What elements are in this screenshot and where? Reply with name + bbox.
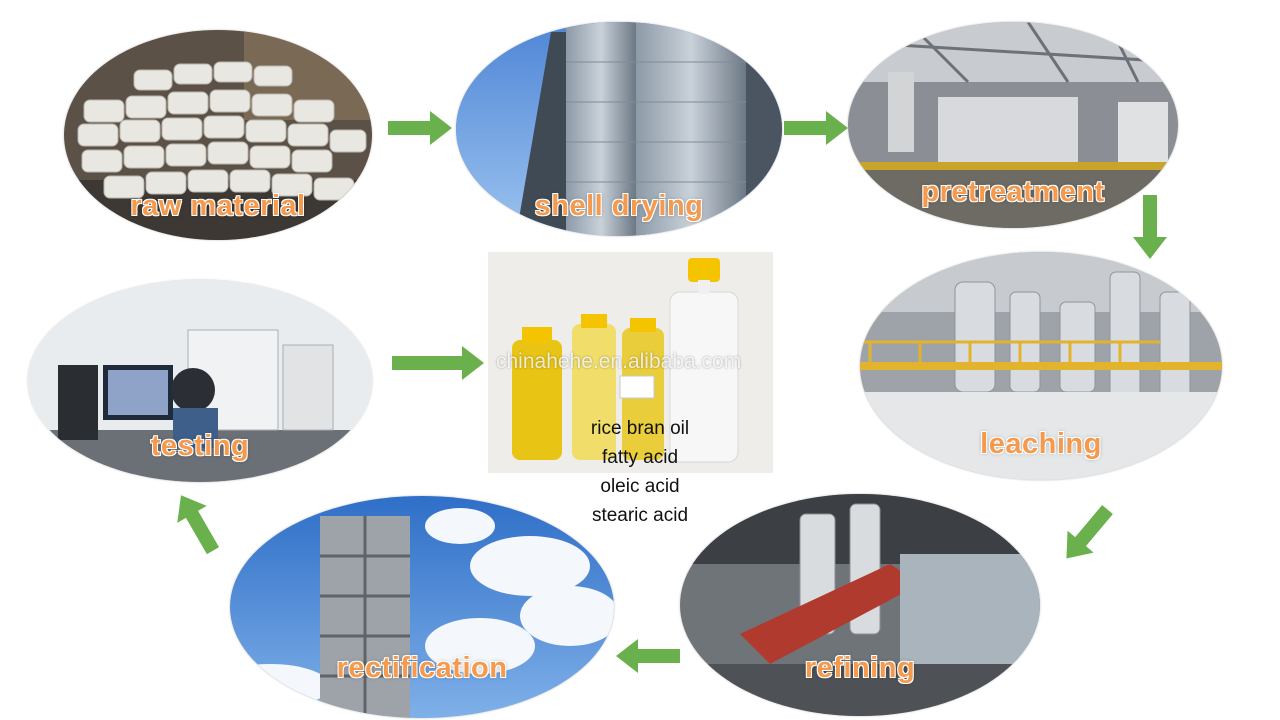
product-stearic-acid: stearic acid (591, 505, 689, 526)
leaching-photo (860, 252, 1222, 480)
arrow-raw-to-drying-icon (388, 111, 452, 145)
arrow-drying-to-pretreatment-icon (784, 111, 848, 145)
step-label-refining: refining (804, 652, 916, 684)
refining-photo (680, 494, 1040, 716)
arrow-leaching-to-refining-icon (1053, 499, 1120, 570)
step-rectification: rectification (230, 496, 614, 718)
step-label-pretreatment: pretreatment (921, 176, 1105, 208)
rectification-photo (230, 496, 614, 718)
arrow-rectification-to-testing-icon (166, 487, 227, 559)
step-label-raw-material: raw material (130, 190, 306, 222)
testing-photo (28, 280, 372, 482)
step-leaching: leaching (860, 252, 1222, 480)
step-label-testing: testing (150, 430, 250, 462)
product-fatty-acid: fatty acid (601, 447, 679, 468)
shell-drying-photo (456, 22, 782, 236)
step-label-shell-drying: shell drying (534, 190, 704, 222)
arrow-refining-to-rectification-icon (616, 639, 680, 673)
step-label-leaching: leaching (980, 428, 1102, 460)
step-shell-drying: shell drying (456, 22, 782, 236)
arrow-pretreatment-to-leaching-icon (1133, 195, 1167, 259)
watermark-text: chinahehe.en.alibaba.com (496, 350, 742, 373)
step-pretreatment: pretreatment (848, 22, 1178, 228)
product-oleic-acid: oleic acid (600, 476, 680, 497)
step-raw-material: raw material (64, 30, 372, 240)
step-testing: testing (28, 280, 372, 482)
product-photo (488, 252, 773, 473)
arrow-testing-to-products-icon (392, 346, 484, 380)
product-list: rice bran oil fatty acid oleic acid stea… (560, 414, 720, 530)
raw-material-photo (64, 30, 372, 240)
product-rice-bran-oil: rice bran oil (590, 418, 690, 439)
step-refining: refining (680, 494, 1040, 716)
pretreatment-photo (848, 22, 1178, 228)
oil-bottles-photo (488, 252, 773, 473)
step-label-rectification: rectification (336, 652, 508, 684)
